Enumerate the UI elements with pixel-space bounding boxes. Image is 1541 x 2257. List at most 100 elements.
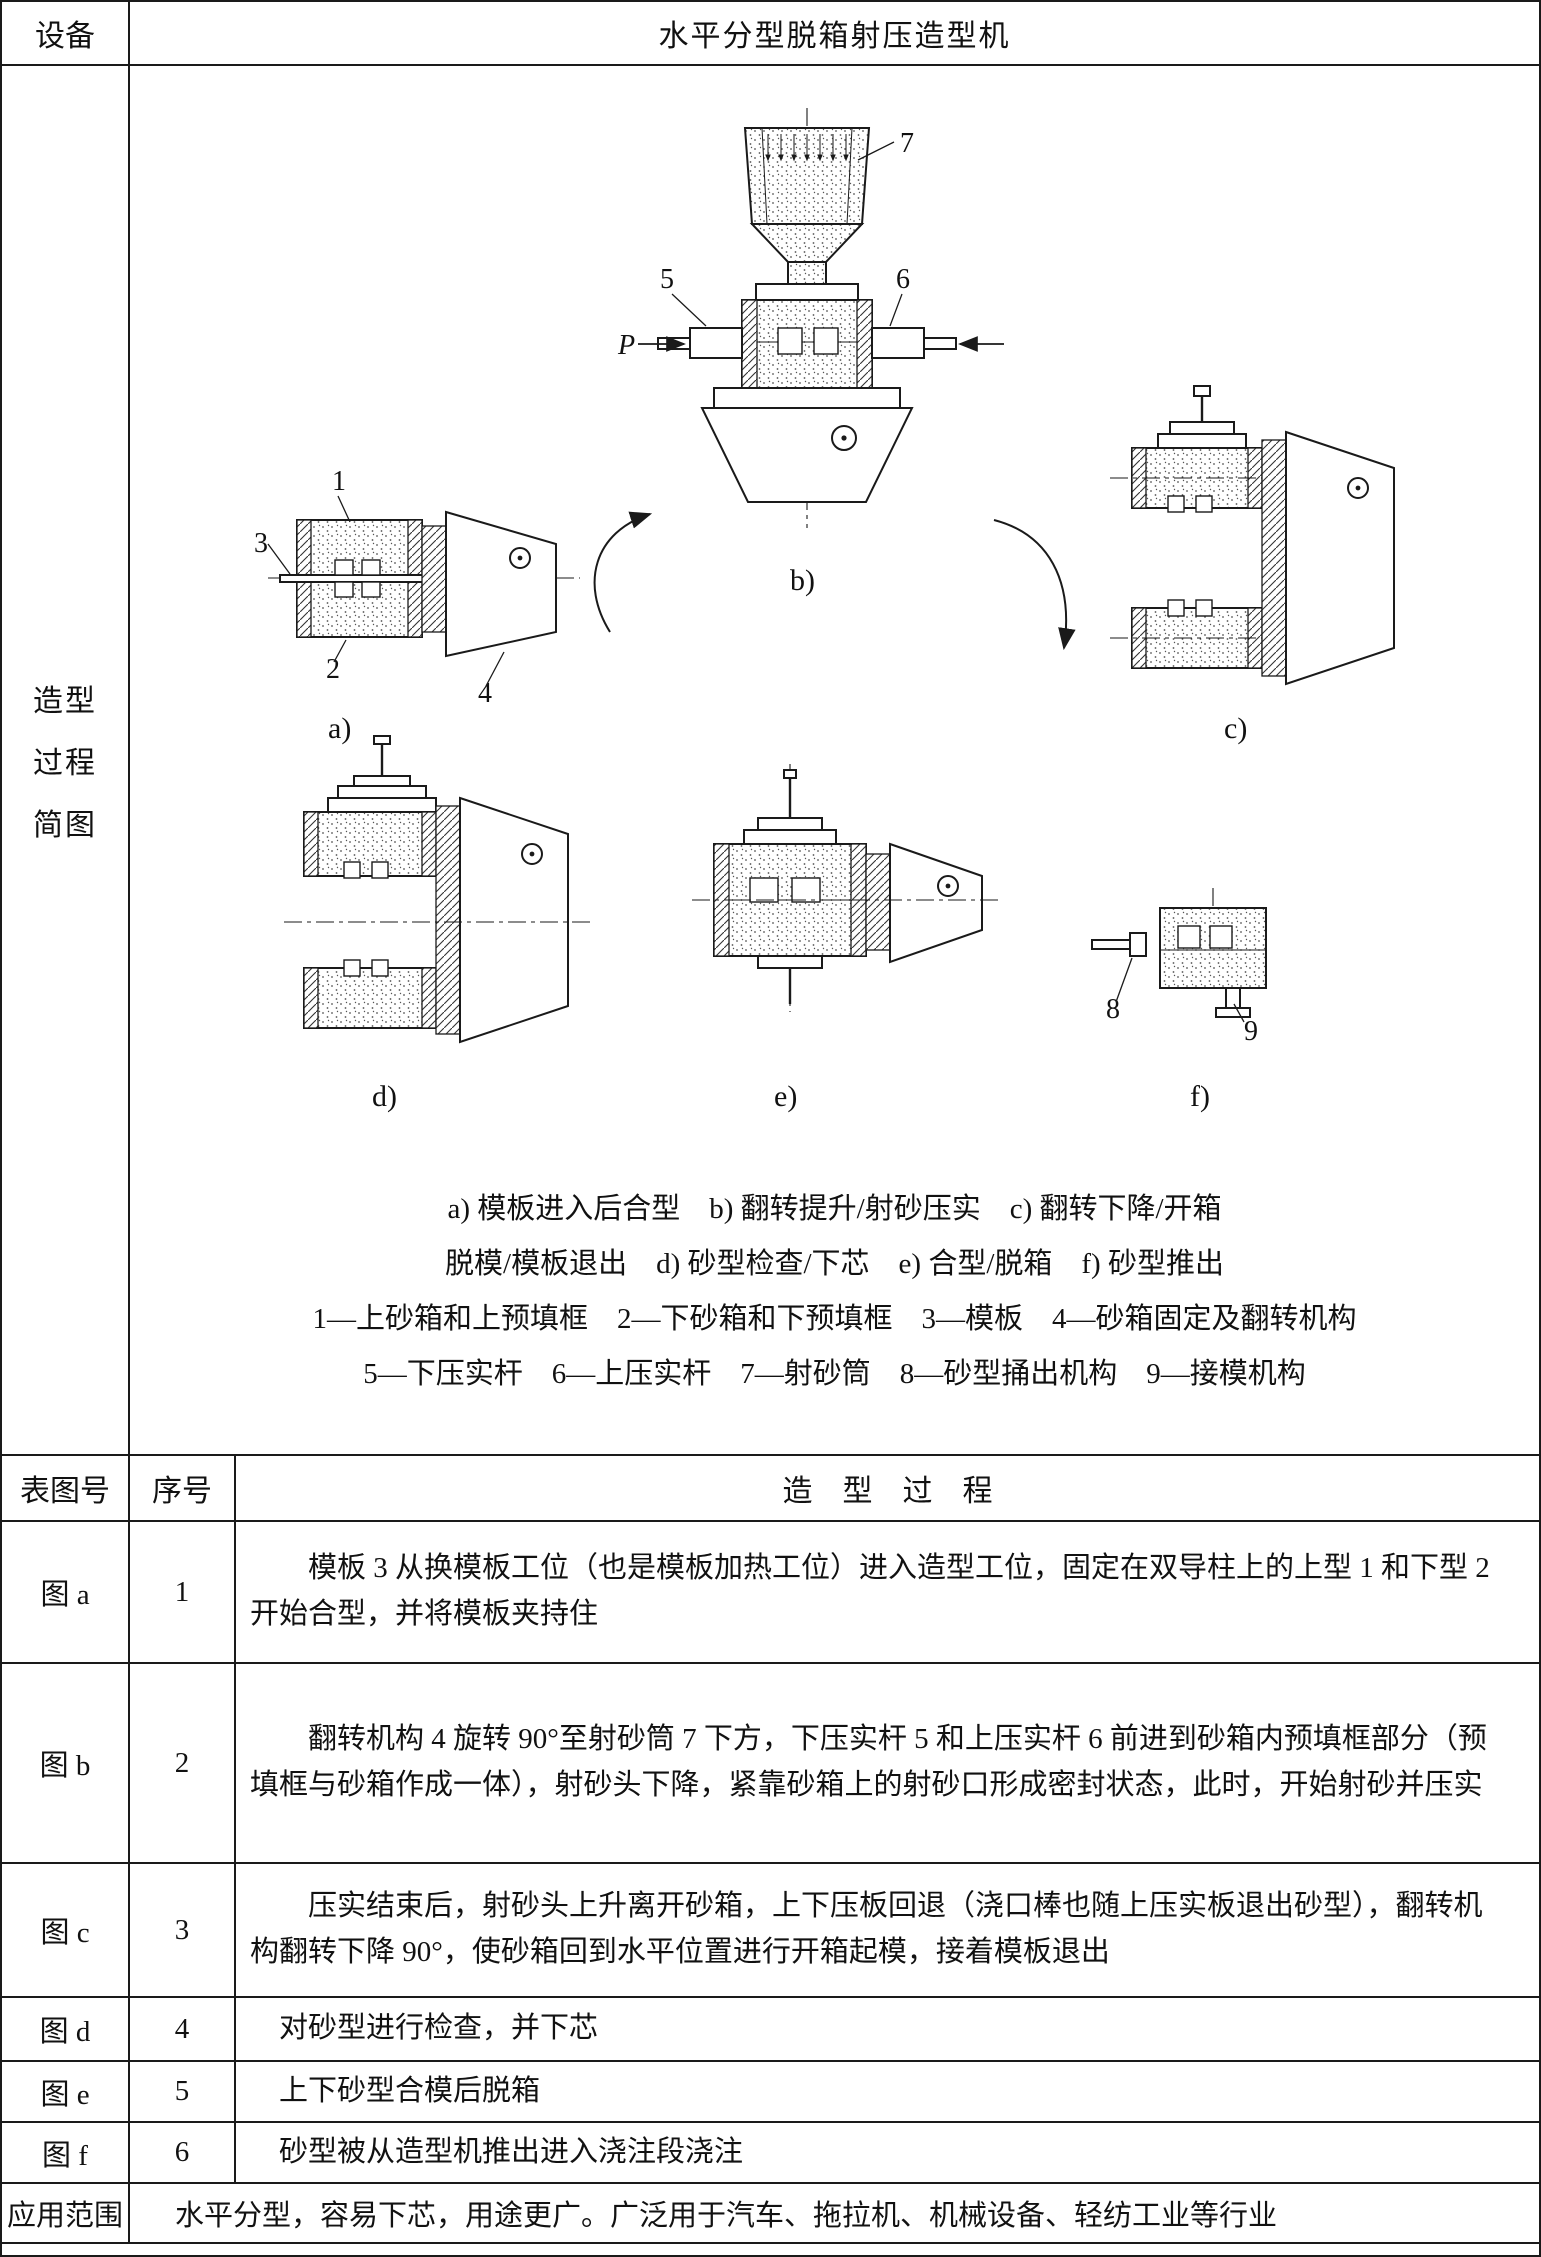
header-fig-col: 表图号 [2,1456,130,1520]
fig-label: 图 b [39,1750,91,1782]
device-label-cell: 设备 [2,2,130,64]
mold-cavity-f2 [1209,925,1233,949]
caption-line-1: a) 模板进入后合型 b) 翻转提升/射砂压实 c) 翻转下降/开箱 [447,1193,1222,1225]
no-label: 3 [174,1913,190,1946]
fig-label: 图 e [40,2078,90,2111]
part-label-9: 9 [1244,1016,1258,1047]
upper-flask-d [303,811,437,877]
fig-cell: 图 e [2,2062,130,2121]
leader-7 [857,141,895,161]
turnover-fixture-e [889,842,983,964]
figure-e-mold-closed: e) [692,764,998,1113]
device-label: 设备 [35,20,95,53]
process-cell: 翻转机构 4 旋转 90°至射砂筒 7 下方，下压实杆 5 和上压实杆 6 前进… [236,1664,1539,1862]
caption-line-3: 1—上砂箱和上预填框 2—下砂箱和下预填框 3—模板 4—砂箱固定及翻转机构 [312,1303,1357,1335]
figure-a-closed-flask: 1 3 2 4 a) [254,466,580,745]
figure-label-b: b) [790,564,815,597]
header-row: 设备 水平分型脱箱射压造型机 [2,2,1539,66]
leader-1 [337,495,351,523]
mold-cavity-e2 [791,877,821,903]
part-label-3: 3 [254,528,268,559]
part-label-5: 5 [660,264,674,295]
rotate-arrow-a-to-b [593,511,653,633]
diagram-captions: a) 模板进入后合型 b) 翻转提升/射砂压实 c) 翻转下降/开箱 脱模/模板… [130,1182,1539,1402]
fig-cell: 图 f [2,2123,130,2182]
fig-label: 图 a [40,1579,90,1611]
clamp-plate-e [865,853,891,951]
process-text: 上下砂型合模后脱箱 [279,2074,541,2107]
process-text: 砂型被从造型机推出进入浇注段浇注 [279,2135,744,2168]
application-scope-row: 应用范围 水平分型，容易下芯，用途更广。广泛用于汽车、拖拉机、机械设备、轻纺工业… [2,2184,1539,2244]
section-label-line-2: 过程 [33,747,97,780]
receiver-foot [1215,1007,1251,1018]
process-cell: 模板 3 从换模板工位（也是模板加热工位）进入造型工位，固定在双导柱上的上型 1… [236,1522,1539,1662]
table-header-row: 表图号 序号 造 型 过 程 [2,1456,1539,1522]
part-label-1: 1 [332,466,346,497]
turnover-pedestal-b [700,407,914,503]
process-text: 对砂型进行检查，并下芯 [279,2012,599,2045]
table-row: 图 a 1 模板 3 从换模板工位（也是模板加热工位）进入造型工位，固定在双导柱… [2,1522,1539,1664]
caption-line-2: 脱模/模板退出 d) 砂型检查/下芯 e) 合型/脱箱 f) 砂型推出 [445,1248,1224,1280]
process-text: 翻转机构 4 旋转 90°至射砂筒 7 下方，下压实杆 5 和上压实杆 6 前进… [250,1723,1487,1801]
part-label-7: 7 [900,128,914,159]
header-process-col: 造 型 过 程 [236,1456,1539,1520]
no-cell: 6 [130,2123,236,2182]
shoot-head-plate [755,283,859,301]
leader-4 [485,651,505,687]
mold-cavity-right [813,327,839,355]
leader-3 [267,543,291,575]
table-row: 图 c 3 压实结束后，射砂头上升离开砂箱，上下压板回退（浇口棒也随上压实板退出… [2,1864,1539,1998]
process-diagrams: 7 P [254,108,1395,1113]
no-cell: 2 [130,1664,236,1862]
no-label: 1 [174,1575,190,1608]
mold-cavity-e1 [749,877,779,903]
figure-label-a: a) [328,712,351,745]
header-no-col: 序号 [130,1456,236,1520]
no-label: 6 [174,2136,190,2168]
leader-2 [333,639,347,663]
shoot-neck [787,261,827,285]
lower-squeeze-ram [689,327,743,359]
process-text: 压实结束后，射砂头上升离开砂箱，上下压板回退（浇口棒也随上压实板退出砂型），翻转… [250,1890,1483,1968]
fig-label: 图 c [40,1917,90,1949]
process-cell: 上下砂型合模后脱箱 [236,2062,1539,2121]
part-label-6: 6 [896,264,910,295]
mold-cavity-left [777,327,803,355]
figure-label-d: d) [372,1080,397,1113]
clamp-plate-d [435,805,461,1035]
fig-label: 图 d [39,2016,91,2048]
part-label-2: 2 [326,654,340,685]
pushout-rod [1091,939,1131,950]
application-scope-label: 应用范围 [6,2200,123,2232]
shoot-funnel [749,223,865,263]
machine-title: 水平分型脱箱射压造型机 [658,20,1011,53]
diagram-row: 造型 过程 简图 [2,66,1539,1456]
turnover-fixture-d [459,796,569,1044]
fig-label: 图 f [42,2139,88,2172]
rotate-arrow-b-to-c [993,519,1076,651]
header-no-label: 序号 [152,1475,212,1508]
no-label: 5 [174,2075,190,2107]
fig-cell: 图 b [2,1664,130,1862]
clamp-plate-a [421,525,447,633]
figure-d-core-setting: d) [284,735,590,1113]
section-label-molding-diagram: 造型 过程 简图 [2,66,130,1454]
upper-squeeze-ram [871,327,925,359]
no-label: 2 [174,1746,190,1779]
figure-label-c: c) [1224,712,1247,745]
machine-title-cell: 水平分型脱箱射压造型机 [130,2,1539,64]
leader-5 [671,293,707,327]
leader-8 [1115,957,1133,1003]
figure-c-opened-flask: c) [1110,385,1395,745]
header-process-label: 造 型 过 程 [782,1475,993,1508]
upper-flask-a [296,519,423,576]
figure-b-shoot-squeeze: 7 P [617,108,1004,597]
table-row: 图 f 6 砂型被从造型机推出进入浇注段浇注 [2,2123,1539,2184]
application-scope-text: 水平分型，容易下芯，用途更广。广泛用于汽车、拖拉机、机械设备、轻纺工业等行业 [175,2200,1278,2232]
pattern-plate-a [279,574,439,583]
pushout-head [1129,932,1147,957]
figure-label-e: e) [774,1080,797,1113]
fig-cell: 图 d [2,1998,130,2060]
section-label-line-1: 造型 [33,685,97,718]
